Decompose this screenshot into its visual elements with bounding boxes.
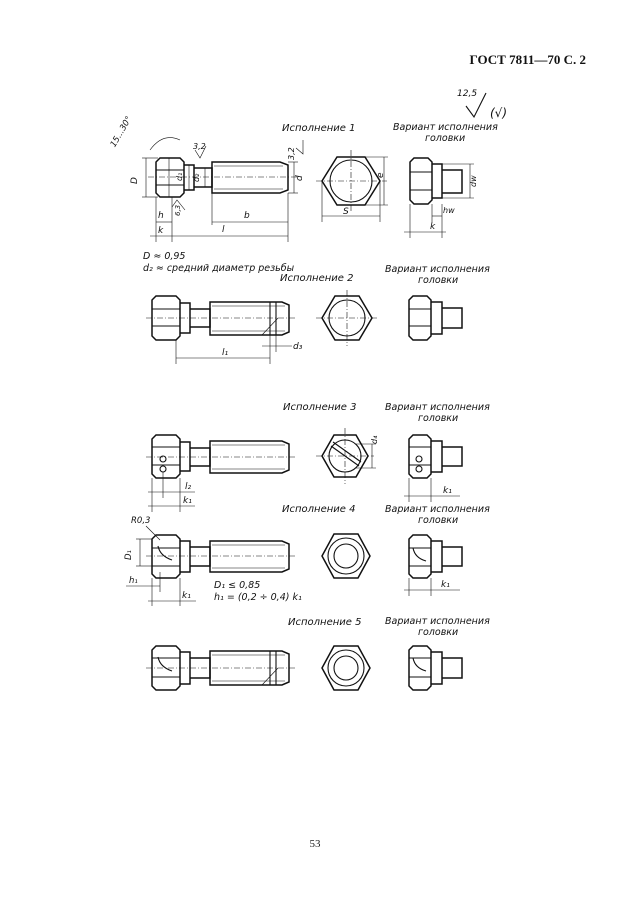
execution-3-title: Исполнение 3: [283, 402, 356, 413]
execution-4-head-variant: k₁: [404, 534, 463, 596]
roughness-value: 12,5: [457, 89, 477, 99]
execution-1-bolt-side: 15...30° 3,2 3,2 D d₁: [109, 115, 305, 242]
dim-l: l: [222, 225, 225, 235]
execution-2-variant-line1: Вариант исполнения: [385, 264, 490, 275]
page-number: 53: [309, 838, 321, 850]
execution-4-hex-end-view: [321, 533, 371, 579]
dim-angle: 15...30°: [109, 115, 135, 149]
dim-k1: k₁: [183, 496, 192, 506]
execution-1-variant-line1: Вариант исполнения: [393, 122, 498, 133]
execution-1-variant-line2: головки: [425, 133, 465, 144]
roughness-side: 3,2: [287, 147, 296, 160]
document-header: ГОСТ 7811—70 С. 2: [469, 52, 586, 67]
execution-2-hex-end-view: [316, 290, 378, 346]
roughness-parenthetical: (√): [490, 106, 507, 120]
dim-d: d: [295, 175, 305, 181]
note-d2: d₂ ≈ средний диаметр резьбы: [143, 263, 295, 274]
execution-5-bolt-side: [146, 645, 296, 691]
execution-4-title: Исполнение 4: [282, 504, 355, 515]
execution-1-title: Исполнение 1: [282, 123, 355, 134]
dim-k-variant: k: [430, 222, 436, 232]
dim-l1: l₁: [222, 348, 229, 358]
dim-D: D: [130, 177, 140, 184]
execution-4-variant-line2: головки: [418, 515, 458, 526]
dim-d1: d₁: [175, 173, 184, 181]
dim-b: b: [244, 211, 250, 221]
dim-hw: hw: [443, 206, 455, 215]
execution-5-hex-end-view: [321, 645, 371, 691]
dim-R: R0,3: [131, 516, 150, 526]
execution-2-variant-line2: головки: [418, 275, 458, 286]
execution-2-bolt-side: l₁ d₃: [146, 295, 303, 364]
execution-3-head-variant: k₁: [404, 434, 463, 502]
roughness-chamfer: 6,3: [174, 205, 182, 216]
execution-5-title: Исполнение 5: [288, 617, 361, 628]
roughness-general-symbol: 12,5 (√): [457, 89, 507, 120]
execution-5-variant-line1: Вариант исполнения: [385, 616, 490, 627]
dim-k: k: [158, 226, 164, 236]
dim-h: h: [158, 211, 164, 221]
execution-3-variant-line2: головки: [418, 413, 458, 424]
execution-2-title: Исполнение 2: [280, 273, 353, 284]
execution-1-hex-end-view: e S: [316, 150, 388, 222]
execution-3-variant-line1: Вариант исполнения: [385, 402, 490, 413]
dim-dw: dw: [469, 175, 478, 187]
dim-D1: D₁: [124, 550, 134, 560]
execution-4-bolt-side: R0,3 D₁ h₁ k₁: [124, 516, 296, 606]
execution-5-head-variant: [408, 645, 463, 691]
execution-3-bolt-side: l₂ k₁: [146, 434, 296, 512]
dim-l2: l₂: [185, 482, 192, 492]
dim-h1: h₁: [129, 576, 138, 586]
dim-k1-variant-3: k₁: [443, 486, 452, 496]
dim-d4: d₄: [370, 435, 379, 444]
dim-S: S: [343, 207, 349, 217]
note-D: D ≈ 0,95: [143, 251, 185, 262]
dim-d3: d₃: [293, 342, 303, 352]
dim-d2: d₂: [192, 173, 201, 182]
dim-e: e: [376, 172, 386, 178]
execution-3-hex-end-view: d₄: [316, 428, 379, 484]
dim-k1-variant-4: k₁: [441, 580, 450, 590]
execution-4-variant-line1: Вариант исполнения: [385, 504, 490, 515]
execution-2-head-variant: [408, 295, 463, 341]
note-D1: D₁ ≤ 0,85: [214, 580, 260, 591]
execution-5-variant-line2: головки: [418, 627, 458, 638]
note-h1: h₁ = (0,2 ÷ 0,4) k₁: [214, 592, 302, 603]
execution-1-head-variant: dw hw k: [404, 157, 478, 238]
roughness-face: 3,2: [193, 142, 206, 151]
dim-k1-4: k₁: [182, 591, 191, 601]
